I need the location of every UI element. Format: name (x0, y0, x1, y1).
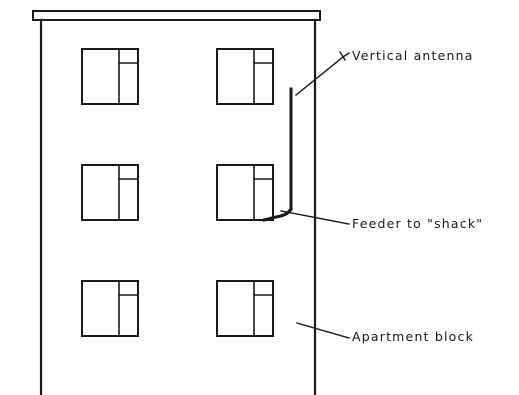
antenna-label: Vertical antenna (352, 48, 474, 63)
window (216, 48, 274, 105)
apartment-block (32, 10, 321, 395)
window (81, 48, 139, 105)
window-frame (216, 164, 274, 221)
antenna-leader-tick (339, 51, 346, 61)
window-frame (81, 164, 139, 221)
building-label: Apartment block (352, 329, 474, 344)
window (216, 164, 274, 221)
feeder-leader (280, 210, 350, 225)
building-leader (296, 322, 350, 339)
window-frame (216, 48, 274, 105)
feeder-label: Feeder to "shack" (352, 216, 483, 231)
vertical-antenna (262, 87, 293, 222)
window-frame (81, 48, 139, 105)
antenna-leader (295, 52, 350, 96)
window (216, 280, 274, 337)
roof-slab (32, 10, 321, 21)
window-grid (81, 48, 274, 337)
window (81, 280, 139, 337)
window-frame (216, 280, 274, 337)
window-frame (81, 280, 139, 337)
feeder-cable (262, 207, 293, 222)
leader-lines (280, 51, 350, 339)
window (81, 164, 139, 221)
